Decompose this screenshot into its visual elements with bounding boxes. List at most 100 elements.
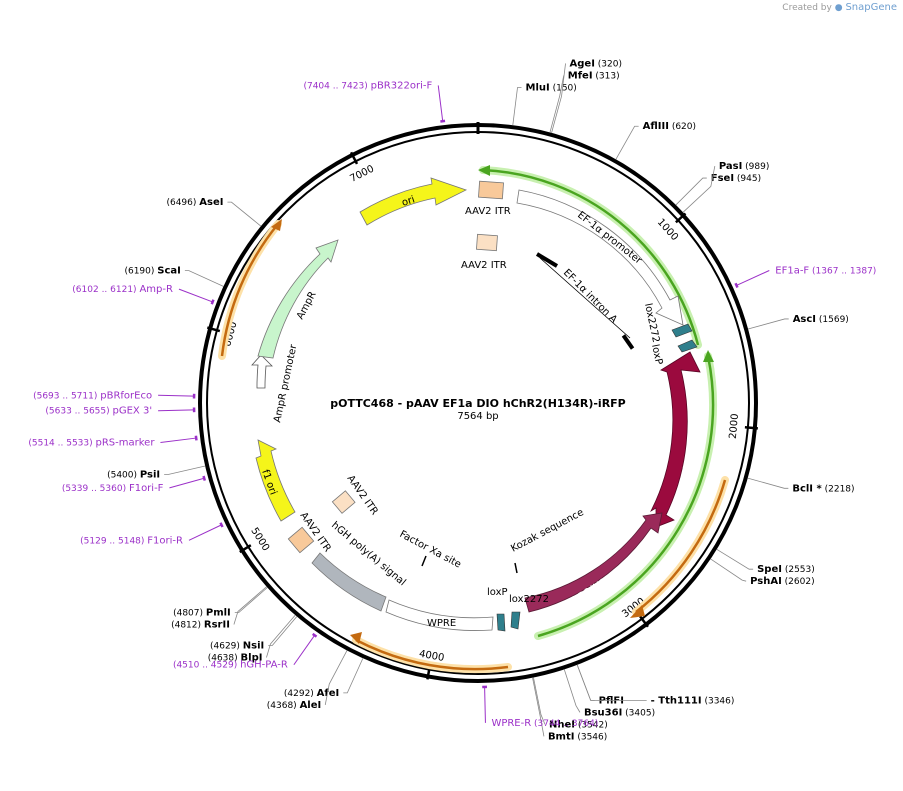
feature-ori[interactable]	[359, 177, 468, 226]
enzyme-name: RsrII	[204, 620, 230, 631]
enzyme-position: (945)	[734, 174, 761, 184]
primer-range: (4510 .. 4529)	[173, 661, 240, 671]
primer-name: F1ori-R	[147, 535, 183, 546]
primer-range: (6102 .. 6121)	[72, 285, 139, 295]
primer-site[interactable]: (5633 .. 5655) pGEX 3'	[45, 406, 152, 417]
feature-ampr-promoter[interactable]	[251, 354, 273, 389]
enzyme-leader-line	[716, 548, 754, 570]
feature-aav2-itr-inner[interactable]	[476, 233, 498, 252]
enzyme-leader-line	[682, 165, 716, 213]
enzyme-site[interactable]: AflIII (620)	[643, 121, 696, 132]
enzyme-site[interactable]: NheI (3542)	[549, 719, 608, 730]
enzyme-site[interactable]: PasI (989)	[719, 161, 770, 172]
primer-mark	[202, 475, 207, 481]
feature-factor-xa[interactable]	[421, 555, 427, 567]
feature-label-ampr-promoter: AmpR promoter	[272, 343, 299, 424]
enzyme-site[interactable]: FseI (945)	[711, 173, 761, 184]
enzyme-site[interactable]: (4812) RsrII	[171, 620, 230, 631]
feature-aav2-itr-bl[interactable]	[287, 526, 315, 554]
feature-ampr[interactable]	[257, 239, 339, 359]
enzyme-site[interactable]: PshAI (2602)	[750, 576, 814, 587]
enzyme-site[interactable]: (6190) ScaI	[124, 266, 180, 277]
feature-label-loxp-bottom: loxP	[487, 587, 508, 598]
enzyme-site[interactable]: SpeI (2553)	[757, 564, 815, 575]
enzyme-site[interactable]: (6496) AseI	[166, 197, 223, 208]
enzyme-position: (3405)	[622, 708, 655, 718]
primer-site[interactable]: (7404 .. 7423) pBR322ori-F	[303, 80, 432, 91]
enzyme-position: (1569)	[816, 315, 849, 325]
primer-site[interactable]: (4510 .. 4529) hGH-PA-R	[173, 660, 288, 671]
feature-label-kozak: Kozak sequence	[509, 507, 585, 555]
primer-leader-line	[178, 288, 213, 303]
enzyme-site[interactable]: BclI * (2218)	[792, 483, 854, 494]
enzyme-site[interactable]: (4368) AleI	[267, 700, 321, 711]
enzyme-site[interactable]: AscI (1569)	[793, 314, 849, 325]
enzyme-leader-line	[234, 587, 268, 613]
enzyme-name: Bsu36I	[584, 707, 622, 718]
enzyme-site[interactable]: MfeI (313)	[568, 70, 620, 81]
primer-site[interactable]: WPRE-R (3744 .. 3764)	[491, 718, 598, 729]
primer-site[interactable]: (5339 .. 5360) F1ori-F	[62, 483, 164, 494]
primer-range: (5339 .. 5360)	[62, 484, 129, 494]
enzyme-site[interactable]: PflFI	[599, 695, 624, 706]
primer-site[interactable]: (5514 .. 5533) pRS-marker	[28, 438, 155, 449]
feature-irfp713[interactable]	[650, 351, 701, 528]
enzyme-position: (3346)	[702, 696, 735, 706]
orf-arc-orange-right-head	[630, 605, 645, 618]
enzyme-leader-line	[549, 75, 565, 133]
feature-chr2[interactable]	[524, 512, 663, 613]
primer-mark	[311, 632, 318, 638]
enzyme-leader-line	[512, 87, 522, 126]
feature-wpre[interactable]	[385, 599, 494, 631]
enzyme-leader-line	[532, 677, 545, 737]
feature-ef1a-promoter[interactable]	[516, 189, 684, 326]
feature-loxp-right[interactable]	[677, 339, 698, 353]
feature-lox2272-bottom[interactable]	[510, 611, 521, 630]
plasmid-title: pOTTC468 - pAAV EF1a DIO hChR2(H134R)-iR…	[330, 397, 626, 410]
feature-f1-ori[interactable]	[255, 439, 296, 522]
enzyme-name: BclI *	[792, 483, 822, 494]
enzyme-leader-line	[675, 177, 707, 206]
enzyme-site[interactable]: (4629) NsiI	[210, 640, 264, 651]
feature-aav2-itr-bl-inner[interactable]	[331, 490, 356, 514]
enzyme-site[interactable]: BmtI (3546)	[548, 731, 607, 742]
enzyme-site[interactable]: (4292) AfeI	[284, 688, 339, 699]
enzyme-name: MfeI	[568, 70, 593, 81]
enzyme-position: (4292)	[284, 689, 317, 699]
feature-aav2-itr-top[interactable]	[478, 180, 504, 200]
primer-name: EF1a-F	[775, 265, 809, 276]
enzyme-site[interactable]: MluI (150)	[526, 82, 577, 93]
feature-loxp-bottom[interactable]	[496, 613, 506, 632]
scale-tick-label: 2000	[728, 413, 741, 439]
enzyme-leader-line	[615, 125, 639, 160]
enzyme-position: (4638)	[208, 653, 241, 663]
enzyme-position: (313)	[593, 71, 620, 81]
feature-kozak[interactable]	[514, 562, 518, 574]
primer-site[interactable]: (5693 .. 5711) pBRforEco	[33, 390, 152, 401]
enzyme-site[interactable]: (5400) PsiI	[107, 469, 160, 480]
enzyme-site[interactable]: (4638) BlpI	[208, 652, 263, 663]
enzyme-name: MluI	[526, 82, 550, 93]
primer-name: Amp-R	[139, 284, 173, 295]
enzyme-position: (620)	[669, 122, 696, 132]
enzyme-position: (5400)	[107, 470, 140, 480]
enzyme-site[interactable]: (4807) PmlI	[173, 608, 231, 619]
primer-site[interactable]: (6102 .. 6121) Amp-R	[72, 284, 173, 295]
feature-ef1a-intron-a[interactable]	[535, 252, 635, 350]
primer-range: (7404 .. 7423)	[303, 81, 370, 91]
enzyme-site[interactable]: AgeI (320)	[570, 58, 622, 69]
orf-arc-insert-core	[537, 355, 715, 638]
feature-hgh-polya[interactable]	[311, 552, 387, 612]
primer-site[interactable]: (5129 .. 5148) F1ori-R	[80, 535, 183, 546]
feature-lox2272-right[interactable]	[671, 323, 693, 338]
enzyme-leader-line	[533, 677, 546, 725]
enzyme-site[interactable]: - Tth111I (3346)	[651, 695, 735, 706]
enzyme-position: (4368)	[267, 701, 300, 711]
primer-leader-line	[158, 409, 195, 412]
enzyme-name: SpeI	[757, 564, 782, 575]
enzyme-name: AgeI	[570, 58, 595, 69]
primer-site[interactable]: EF1a-F (1367 .. 1387)	[775, 265, 876, 276]
enzyme-leader-line	[343, 658, 364, 694]
enzyme-name: AscI	[793, 314, 816, 325]
enzyme-site[interactable]: Bsu36I (3405)	[584, 707, 655, 718]
